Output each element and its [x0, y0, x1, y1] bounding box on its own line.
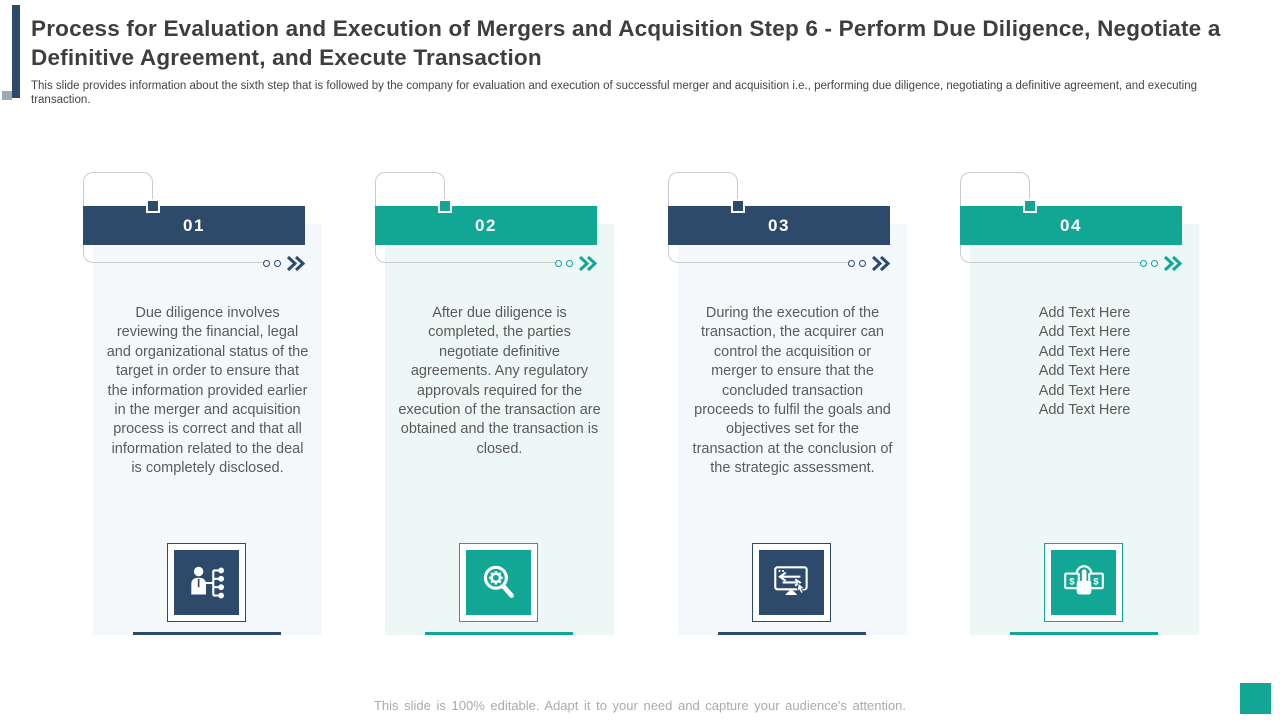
step-column-4: 04 Add Text Here Add Text Here Add Text … [960, 172, 1205, 642]
step-underline [133, 632, 281, 635]
payment-click-icon: $ $ [1051, 550, 1116, 615]
editable-note: This slide is 100% editable. Adapt it to… [373, 698, 907, 713]
step-column-3: 03 During the execution of the transacti… [668, 172, 913, 642]
step-column-2: 02 After due diligence is completed, the… [375, 172, 620, 642]
gear-magnifier-icon [466, 550, 531, 615]
step-tab-outline [960, 172, 1030, 208]
step-description: During the execution of the transaction,… [692, 305, 893, 477]
monitor-transaction-icon [759, 550, 824, 615]
step-icon-frame [459, 543, 538, 622]
step-deco [263, 255, 307, 272]
corner-accent-square [1240, 683, 1271, 714]
step-number-banner: 04 [960, 206, 1182, 245]
step-deco [848, 255, 892, 272]
person-hierarchy-icon [174, 550, 239, 615]
step-deco [1140, 255, 1184, 272]
step-number-banner: 03 [668, 206, 890, 245]
dot-icon [1140, 260, 1147, 267]
step-column-1: 01 Due diligence involves reviewing the … [83, 172, 328, 642]
dot-icon [566, 260, 573, 267]
step-underline [425, 632, 573, 635]
page-subtitle: This slide provides information about th… [31, 80, 1198, 106]
step-marker-square [731, 199, 745, 213]
title-accent-bar-foot [2, 91, 12, 100]
double-chevron-icon [578, 255, 598, 272]
step-tab-outline [83, 172, 153, 208]
step-description: Due diligence involves reviewing the fin… [106, 305, 309, 477]
svg-text:$: $ [1069, 575, 1075, 586]
svg-text:$: $ [1093, 575, 1099, 586]
dot-icon [848, 260, 855, 267]
step-description: Add Text Here Add Text Here Add Text Her… [1038, 305, 1131, 419]
dot-icon [555, 260, 562, 267]
step-icon-frame [167, 543, 246, 622]
dot-icon [263, 260, 270, 267]
double-chevron-icon [1163, 255, 1183, 272]
step-icon-frame [752, 543, 831, 622]
dot-icon [1151, 260, 1158, 267]
step-marker-square [1023, 199, 1037, 213]
double-chevron-icon [286, 255, 306, 272]
step-number-banner: 01 [83, 206, 305, 245]
step-marker-square [146, 199, 160, 213]
title-accent-bar [12, 5, 20, 98]
step-tab-outline [375, 172, 445, 208]
step-marker-square [438, 199, 452, 213]
step-icon-frame: $ $ [1044, 543, 1123, 622]
step-tab-outline [668, 172, 738, 208]
step-underline [1010, 632, 1158, 635]
page-title: Process for Evaluation and Execution of … [31, 16, 1221, 70]
step-deco [555, 255, 599, 272]
step-description: After due diligence is completed, the pa… [398, 305, 601, 457]
step-number-banner: 02 [375, 206, 597, 245]
dot-icon [274, 260, 281, 267]
dot-icon [859, 260, 866, 267]
double-chevron-icon [871, 255, 891, 272]
step-underline [718, 632, 866, 635]
